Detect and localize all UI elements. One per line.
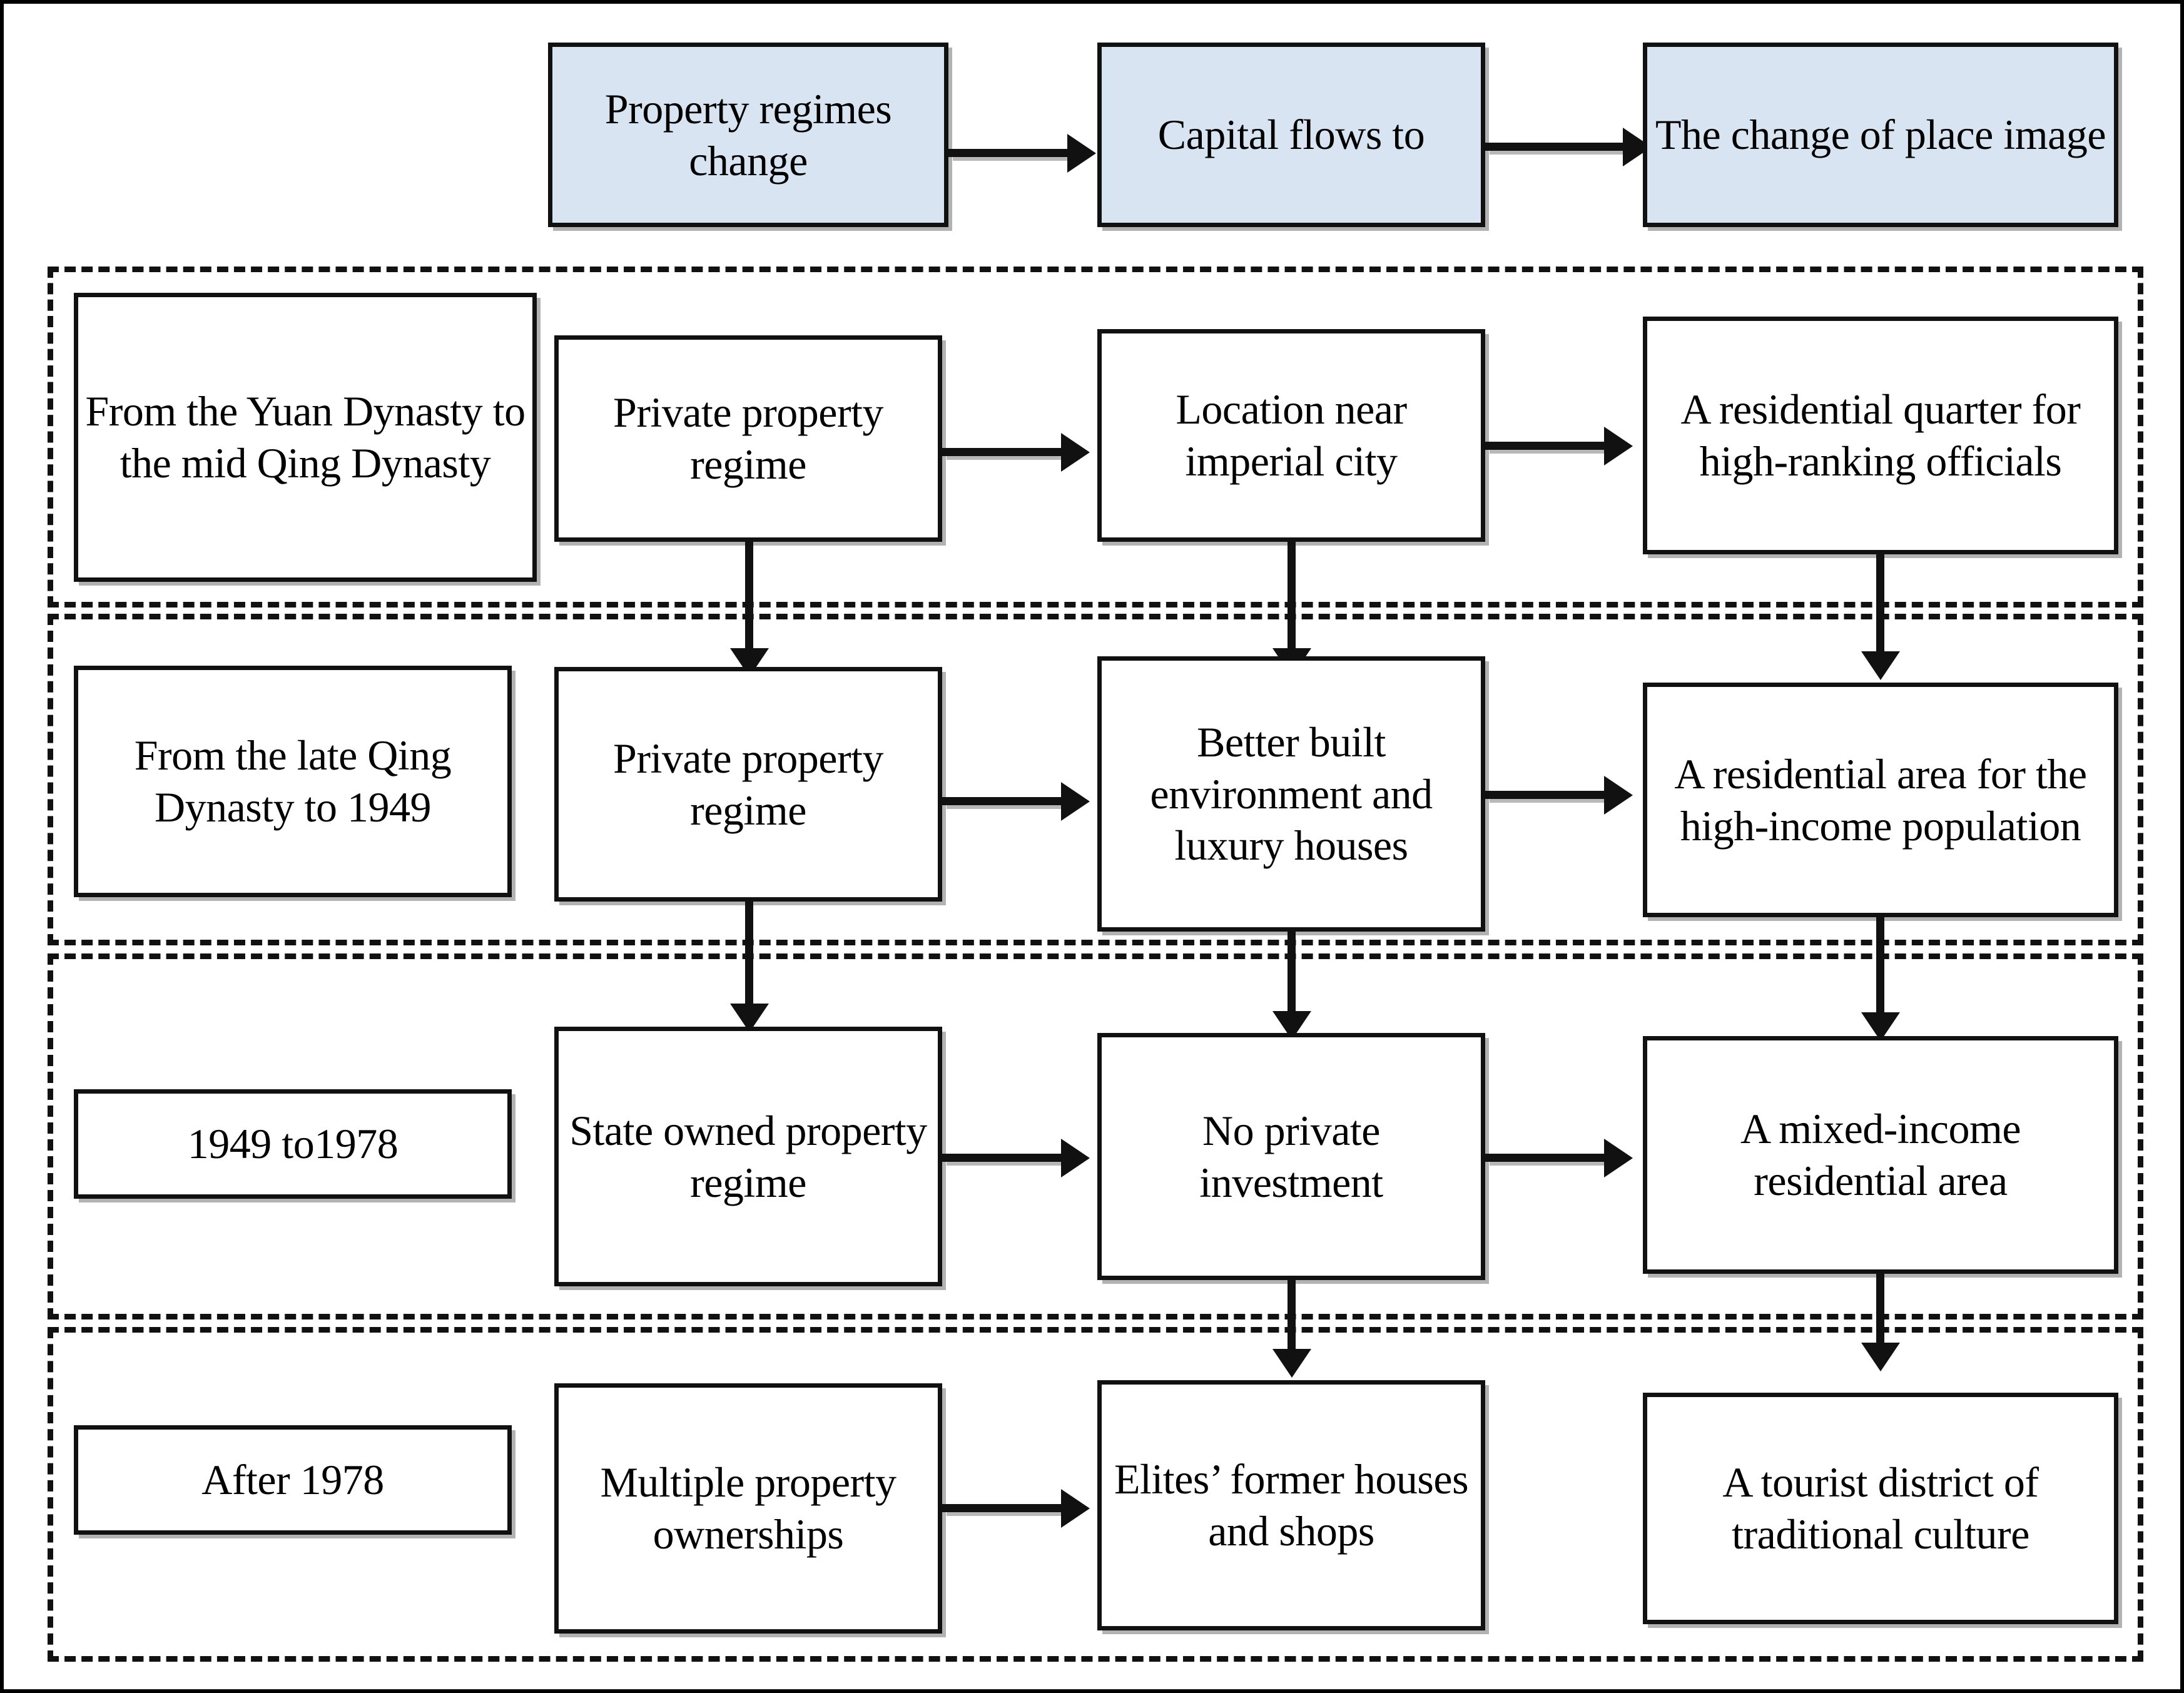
header-box-the-change-of-place-image: The change of place image — [1643, 43, 2118, 227]
period-4-regime-to-capital-line — [942, 1504, 1067, 1512]
header-label-the-change-of-place-image: The change of place image — [1655, 111, 2106, 159]
image-2-to-image-3-line — [1876, 917, 1884, 1027]
period-3-period-label: 1949 to1978 — [187, 1120, 399, 1168]
period-4-regime-to-capital-arrow — [1061, 1489, 1090, 1528]
period-band-1 — [48, 267, 2143, 608]
period-3-period-box: 1949 to1978 — [74, 1089, 512, 1199]
period-1-capital-label: Location near imperial city — [1176, 385, 1407, 485]
period-1-regime-box: Private property regime — [554, 335, 942, 542]
period-1-capital-to-image-arrow — [1604, 427, 1633, 465]
period-1-capital-to-image-line — [1485, 442, 1610, 450]
period-1-regime-to-capital-line — [942, 448, 1067, 456]
period-3-regime-to-capital-arrow — [1061, 1139, 1090, 1177]
period-2-regime-label: Private property regime — [613, 734, 883, 834]
period-3-image-box: A mixed-income residential area — [1643, 1036, 2118, 1274]
capital-1-to-capital-2-line — [1288, 542, 1296, 664]
capital-3-to-capital-4-line — [1288, 1280, 1296, 1365]
period-1-regime-label: Private property regime — [613, 389, 883, 488]
period-4-capital-box: Elites’ former houses and shops — [1097, 1380, 1485, 1630]
period-4-regime-box: Multiple property ownerships — [554, 1383, 942, 1634]
period-2-regime-to-capital-line — [942, 797, 1067, 805]
period-1-image-label: A residential quarter for high-ranking o… — [1680, 385, 2081, 485]
header-connector-1-line — [948, 149, 1074, 157]
header-label-property-regimes-change: Property regimes change — [604, 84, 892, 185]
regime-2-to-regime-3-line — [745, 902, 753, 1017]
period-band-2 — [48, 614, 2143, 945]
period-4-period-label: After 1978 — [201, 1456, 384, 1504]
period-3-regime-box: State owned property regime — [554, 1027, 942, 1286]
capital-3-to-capital-4-arrow — [1272, 1349, 1311, 1378]
period-2-regime-box: Private property regime — [554, 667, 942, 902]
period-2-capital-to-image-line — [1485, 791, 1610, 799]
period-3-capital-to-image-arrow — [1604, 1139, 1633, 1177]
period-2-capital-box: Better built environment and luxury hous… — [1097, 656, 1485, 932]
period-1-period-label: From the Yuan Dynasty to the mid Qing Dy… — [85, 387, 526, 487]
period-4-image-box: A tourist district of traditional cultur… — [1643, 1393, 2118, 1624]
period-3-regime-label: State owned property regime — [569, 1106, 927, 1206]
period-2-capital-to-image-arrow — [1604, 776, 1633, 815]
header-box-property-regimes-change: Property regimes change — [548, 43, 948, 227]
period-1-period-box: From the Yuan Dynasty to the mid Qing Dy… — [74, 293, 537, 582]
period-2-image-box: A residential area for the high-income p… — [1643, 683, 2118, 917]
period-1-image-box: A residential quarter for high-ranking o… — [1643, 317, 2118, 554]
period-3-capital-label: No private investment — [1199, 1106, 1383, 1206]
period-band-4 — [48, 1327, 2143, 1662]
period-4-capital-label: Elites’ former houses and shops — [1114, 1455, 1469, 1555]
image-3-to-image-4-arrow — [1861, 1343, 1900, 1371]
period-3-capital-to-image-line — [1485, 1154, 1610, 1162]
period-2-period-label: From the late Qing Dynasty to 1949 — [134, 731, 452, 831]
period-1-capital-box: Location near imperial city — [1097, 329, 1485, 542]
period-3-capital-box: No private investment — [1097, 1033, 1485, 1280]
image-1-to-image-2-arrow — [1861, 651, 1900, 680]
image-3-to-image-4-line — [1876, 1274, 1884, 1355]
header-box-capital-flows-to: Capital flows to — [1097, 43, 1485, 227]
header-connector-1-arrowhead — [1067, 134, 1096, 173]
period-4-regime-label: Multiple property ownerships — [600, 1458, 896, 1558]
period-4-period-box: After 1978 — [74, 1425, 512, 1535]
period-2-image-label: A residential area for the high-income p… — [1674, 750, 2087, 850]
regime-1-to-regime-2-line — [745, 542, 753, 664]
period-2-capital-label: Better built environment and luxury hous… — [1150, 718, 1433, 870]
period-3-image-label: A mixed-income residential area — [1740, 1105, 2021, 1204]
period-1-regime-to-capital-arrow — [1061, 433, 1090, 472]
header-label-capital-flows-to: Capital flows to — [1157, 111, 1425, 159]
period-4-image-label: A tourist district of traditional cultur… — [1722, 1458, 2039, 1558]
period-band-3 — [48, 953, 2143, 1319]
period-2-regime-to-capital-arrow — [1061, 782, 1090, 821]
image-1-to-image-2-line — [1876, 554, 1884, 667]
period-2-period-box: From the late Qing Dynasty to 1949 — [74, 666, 512, 897]
header-connector-2-line — [1485, 143, 1629, 151]
period-3-regime-to-capital-line — [942, 1154, 1067, 1162]
